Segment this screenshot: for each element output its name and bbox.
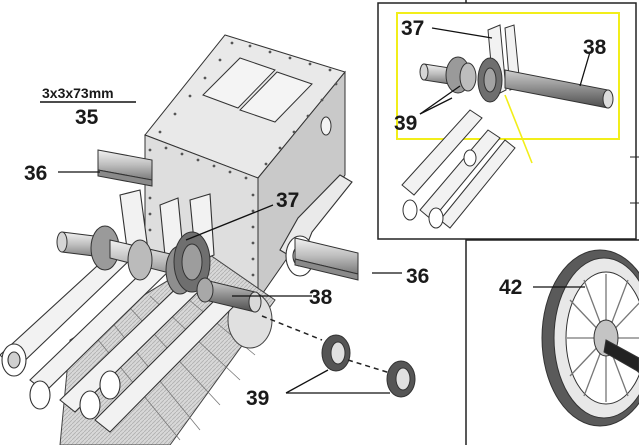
axle-38 (196, 277, 262, 313)
inset-part-39-label: 39 (394, 112, 417, 135)
crankshaft-assembly (56, 225, 211, 295)
inset-part-37-label: 37 (401, 17, 424, 40)
part-36-left-label: 36 (24, 162, 47, 185)
highlight-pointer (504, 94, 533, 164)
part-37-label: 37 (276, 189, 299, 212)
rail-36-left (97, 149, 153, 187)
washers-39 (261, 315, 416, 398)
rail-36-right (294, 237, 359, 281)
wheel-panel: 42 (499, 249, 639, 427)
wheel-42 (541, 249, 639, 427)
highlight-frame (396, 12, 620, 140)
main-view: 3x3x73mm 35 36 37 36 38 39 (0, 34, 429, 445)
part-38-label: 38 (309, 286, 333, 309)
part-35-label: 35 (75, 106, 99, 129)
part-35-spec-label: 3x3x73mm (42, 85, 114, 101)
part-42-label: 42 (499, 276, 522, 299)
part-36-right-label: 36 (406, 265, 429, 288)
inset-part-38-label: 38 (583, 36, 607, 59)
detail-inset: 37 38 39 (394, 12, 620, 229)
leader-lines-main (58, 171, 402, 394)
part-39-label: 39 (246, 387, 269, 410)
